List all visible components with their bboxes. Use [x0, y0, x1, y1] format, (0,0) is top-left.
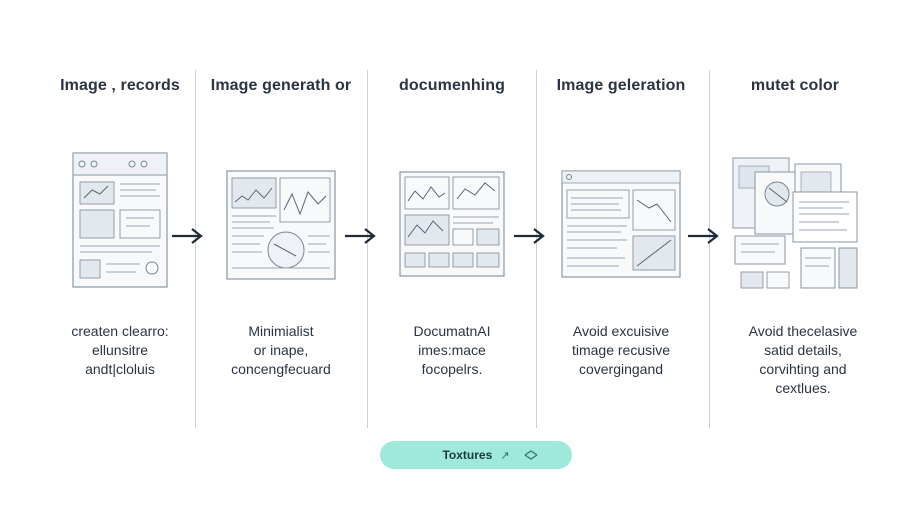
step-description-line: satid details, [764, 342, 842, 358]
step-description-line: DocumatnAI [413, 323, 491, 339]
arrow-up-right-icon: ↗ [500, 449, 510, 462]
step-description: Minimialist or inape, concengfecuard [196, 322, 366, 379]
stacked-pages-icon [732, 157, 858, 289]
step-title: Image generath or [210, 77, 352, 94]
step-description-line: timage recusive [571, 342, 671, 358]
step-description: Avoid excuisive timage recusive covergin… [536, 322, 706, 379]
arrow-right-icon [688, 228, 719, 244]
arrow-right-icon [514, 228, 545, 244]
pill-label: Toxtures [442, 448, 493, 462]
arrow-right-icon [345, 228, 376, 244]
step-column-2: Image generath or Minimialist or inape, … [196, 0, 366, 430]
column-divider [367, 70, 368, 428]
column-divider [195, 70, 196, 428]
step-description-line: focopelrs. [421, 361, 483, 377]
step-description-line: ellunsitre [91, 342, 149, 358]
step-column-5: mutet color Avoid thecela [710, 0, 880, 430]
step-description-line: Avoid thecelasive [748, 323, 858, 339]
screen-layout-icon [561, 170, 681, 278]
step-title: documenhing [399, 77, 505, 94]
step-description-line: andt|cloluis [85, 361, 155, 377]
textures-pill-button[interactable]: Toxtures ↗ [380, 441, 572, 469]
step-description-line: Minimialist [248, 323, 314, 339]
arrow-right-icon [172, 228, 203, 244]
step-column-4: Image geleration Avoid excuisive timage … [536, 0, 706, 430]
page-layout-icon [72, 152, 168, 288]
step-description: createn clearro: ellunsitre andt|cloluis [35, 322, 205, 379]
step-description-line: corvihting and [759, 361, 847, 377]
document-layout-icon [399, 171, 505, 277]
step-title: mutet color [750, 77, 840, 94]
step-description-line: createn clearro: [71, 323, 169, 339]
step-description: Avoid thecelasive satid details, corviht… [718, 322, 888, 398]
step-description-line: Avoid excuisive [572, 323, 670, 339]
chart-layout-icon [226, 170, 336, 280]
step-description-line: or inape, [253, 342, 309, 358]
step-description-line: imes:mace [418, 342, 486, 358]
chevron-pair-icon [524, 450, 538, 460]
step-column-1: Image ‚ records createn clearro: [35, 0, 205, 430]
step-title: Image geleration [556, 77, 686, 94]
step-title: Image ‚ records [60, 77, 180, 94]
step-description: DocumatnAI imes:mace focopelrs. [367, 322, 537, 379]
step-description-line: covergingand [578, 361, 664, 377]
column-divider [709, 70, 710, 428]
step-description-line: concengfecuard [231, 361, 331, 377]
column-divider [536, 70, 537, 428]
step-description-line: cextlues. [775, 380, 831, 396]
step-column-3: documenhing DocumatnAI imes:mace focopel… [367, 0, 537, 430]
